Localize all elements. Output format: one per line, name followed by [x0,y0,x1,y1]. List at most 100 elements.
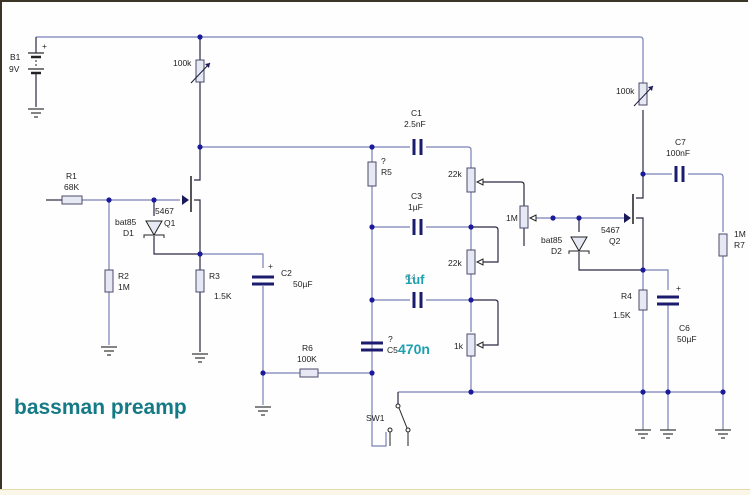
potentiometer-treble-22k[interactable]: 22k [448,167,484,193]
trimmer-100k-left[interactable]: 100k [173,58,211,84]
battery-ref: B1 [10,52,21,62]
d1-ref: D1 [123,228,134,238]
junction-node [369,224,375,230]
resistor-r6[interactable]: R6 100K [297,343,319,378]
r4-ref: R4 [621,291,632,301]
c5-value: ? [388,334,393,344]
jfet-q2[interactable]: 5467 Q2 [601,194,634,246]
c7-ref: C7 [675,137,686,147]
ground-icon [255,406,271,416]
ground-icon [715,429,731,439]
junction-node [720,389,726,395]
q1-drain-lead [194,147,201,181]
junction-node [260,370,266,376]
d1-part: bat85 [115,217,137,227]
junction-node [468,297,474,303]
battery-b1[interactable]: + B1 9V [9,41,47,75]
r1-value: 68K [64,182,79,192]
trimmer-100k-right[interactable]: 100k [616,82,654,107]
junction-node [468,224,474,230]
ground-icon [101,346,117,356]
diode-d1[interactable]: bat85 D1 [115,217,165,238]
resistor-r2[interactable]: R2 1M [104,269,130,293]
q2-leads [636,110,644,270]
capacitor-c2[interactable]: + C2 50µF [252,261,313,289]
c1-ref: C1 [411,108,422,118]
d2-part: bat85 [541,235,563,245]
junction-node [197,144,203,150]
capacitor-c5[interactable]: ? C5 470n [361,334,430,357]
junction-node [468,389,474,395]
resistor-r1[interactable]: R1 68K [61,171,83,205]
d1-wire [153,200,200,255]
capacitor-c6[interactable]: + C6 50µF [657,283,697,344]
q1-ref: Q1 [164,218,176,228]
r3-value: 1.5K [214,291,232,301]
capacitor-c7[interactable]: C7 100nF [666,137,690,182]
capacitor-c1[interactable]: C1 2.5nF [404,108,426,155]
potentiometer-mid-1k[interactable]: 1k [454,333,484,357]
r6-ref: R6 [302,343,313,353]
bottom-border [0,489,750,495]
r2-ref: R2 [118,271,129,281]
jfet-q1[interactable]: 5467 Q1 [155,176,192,228]
ground-symbols [28,108,731,439]
resistor-r3[interactable]: R3 1.5K [195,269,232,301]
switch-sw1[interactable]: SW1 [366,403,411,446]
pot-volume-value: 1M [506,213,518,223]
junction-node [665,389,671,395]
battery-value: 9V [9,64,20,74]
junction-node [197,251,203,257]
junction-nodes [106,34,726,395]
junction-node [369,144,375,150]
r5-ref: R5 [381,167,392,177]
junction-node [576,215,582,221]
c3-value: 1µF [408,202,423,212]
c7-value: 100nF [666,148,690,158]
c6-value: 50µF [677,334,697,344]
r2-value: 1M [118,282,130,292]
potentiometer-volume-1m[interactable]: 1M [506,205,537,229]
c6-ref: C6 [679,323,690,333]
diode-d2[interactable]: bat85 D2 [541,235,590,256]
resistor-r7[interactable]: 1M R7 [718,229,746,257]
capacitor-c4[interactable]: C4 1uf [405,272,425,308]
pot-treble-value: 22k [448,169,462,179]
q2-ref: Q2 [609,236,621,246]
potentiometer-bass-22k[interactable]: 22k [448,249,484,275]
battery-polarity: + [42,41,47,51]
c4-ref: C4 [405,272,416,282]
c5-ref: C5 [387,345,398,355]
r6-value: 100K [297,354,317,364]
q2-part: 5467 [601,225,620,235]
junction-node [550,215,556,221]
resistor-r5[interactable]: ? R5 [367,156,392,187]
junction-node [197,34,203,40]
junction-node [640,267,646,273]
r1-ref: R1 [66,171,77,181]
resistor-r4[interactable]: R4 1.5K [613,289,648,320]
c2-value: 50µF [293,279,313,289]
d2-ref: D2 [551,246,562,256]
c5-annotation: 470n [398,341,430,357]
junction-node [151,197,157,203]
trim1-value: 100k [173,58,192,68]
c7-r7-wire [643,173,724,430]
c2-polarity: + [268,261,273,271]
c1-wire [372,146,472,168]
treble-wiper-wire [481,181,525,206]
bass-wiper-wire [471,226,499,263]
c4-value-annotation: 1uf [405,272,425,287]
r7-ref: R7 [734,240,745,250]
tone-left-wire [371,147,387,447]
r4-value: 1.5K [613,310,631,320]
r7-value: 1M [734,229,746,239]
ground-icon [660,429,676,439]
junction-node [640,389,646,395]
trim2-value: 100k [616,86,635,96]
q1-source-lead [194,199,201,254]
capacitor-c3[interactable]: C3 1µF [408,191,423,235]
q1-part: 5467 [155,206,174,216]
r5-value: ? [381,156,386,166]
